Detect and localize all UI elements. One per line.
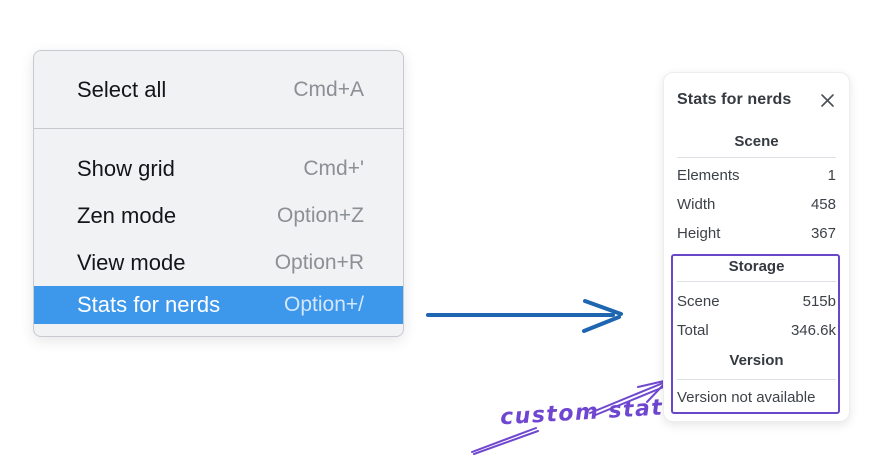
menu-item-select-all[interactable]: Select all Cmd+A bbox=[34, 51, 403, 128]
stats-panel: Stats for nerds Scene Elements 1 Width 4… bbox=[663, 72, 850, 422]
menu-item-label: View mode bbox=[77, 249, 186, 275]
stat-label: Elements bbox=[677, 167, 740, 184]
menu-item-shortcut: Option+Z bbox=[277, 203, 364, 227]
stat-value: 1 bbox=[827, 167, 836, 184]
menu-item-view-mode[interactable]: View mode Option+R bbox=[34, 239, 403, 286]
menu-item-shortcut: Option+/ bbox=[284, 293, 364, 316]
stat-label: Width bbox=[677, 196, 716, 213]
menu-item-shortcut: Option+R bbox=[274, 250, 364, 274]
stat-row-total-storage: Total 346.6k bbox=[677, 316, 836, 345]
stat-row-elements: Elements 1 bbox=[677, 161, 836, 190]
stat-label: Scene bbox=[677, 293, 720, 310]
annotation-label: custom stats bbox=[499, 394, 679, 431]
stat-label: Total bbox=[677, 322, 709, 339]
menu-item-label: Stats for nerds bbox=[77, 292, 221, 317]
menu-item-shortcut: Cmd+' bbox=[303, 156, 364, 180]
menu-divider bbox=[34, 128, 403, 129]
stat-row-width: Width 458 bbox=[677, 190, 836, 219]
section-heading-storage: Storage bbox=[728, 258, 785, 275]
menu-item-label: Show grid bbox=[77, 155, 175, 181]
stat-value: 458 bbox=[810, 196, 836, 213]
close-icon[interactable] bbox=[818, 91, 836, 109]
menu-item-label: Zen mode bbox=[77, 202, 177, 228]
stat-value: 367 bbox=[810, 225, 836, 242]
stat-label: Height bbox=[677, 225, 721, 242]
panel-title: Stats for nerds bbox=[677, 91, 792, 108]
stat-row-height: Height 367 bbox=[677, 219, 836, 248]
menu-item-stats-for-nerds[interactable]: Stats for nerds Option+/ bbox=[34, 286, 403, 324]
flow-arrow-icon bbox=[426, 299, 623, 333]
menu-item-show-grid[interactable]: Show grid Cmd+' bbox=[34, 145, 403, 192]
version-status-text: Version not available bbox=[677, 389, 816, 406]
divider bbox=[677, 157, 836, 158]
menu-item-shortcut: Cmd+A bbox=[293, 77, 364, 101]
divider bbox=[677, 281, 836, 282]
menu-group: Show grid Cmd+' Zen mode Option+Z View m… bbox=[34, 129, 403, 324]
stat-value: 346.6k bbox=[790, 322, 836, 339]
menu-item-label: Select all bbox=[77, 76, 167, 102]
context-menu: Select all Cmd+A Show grid Cmd+' Zen mod… bbox=[33, 50, 404, 337]
panel-header: Stats for nerds bbox=[677, 89, 836, 111]
stat-row-scene-storage: Scene 515b bbox=[677, 287, 836, 316]
section-heading-scene: Scene bbox=[734, 133, 779, 150]
stat-value: 515b bbox=[802, 293, 836, 310]
divider bbox=[677, 379, 836, 380]
section-heading-version: Version bbox=[729, 352, 784, 369]
menu-item-zen-mode[interactable]: Zen mode Option+Z bbox=[34, 192, 403, 239]
